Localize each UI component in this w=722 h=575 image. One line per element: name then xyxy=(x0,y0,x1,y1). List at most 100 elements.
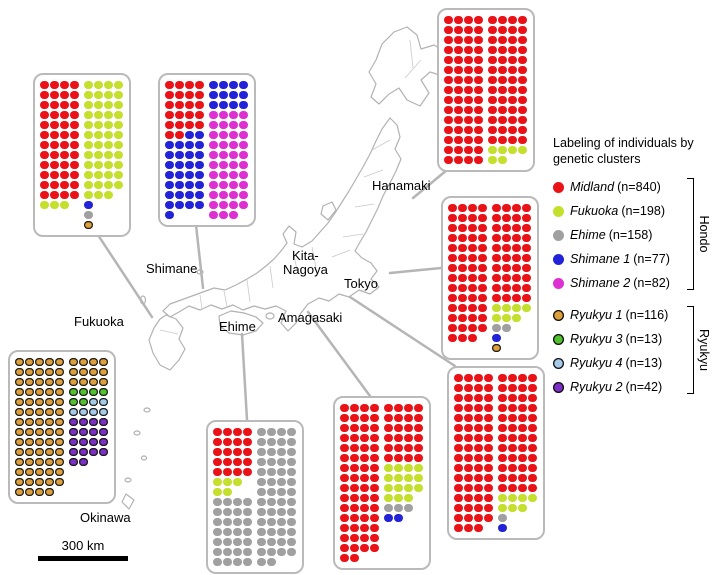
dot-empty xyxy=(394,554,403,563)
dot-midland xyxy=(350,413,359,423)
dot-row xyxy=(448,213,532,223)
dot-empty xyxy=(384,524,393,533)
dot-midland xyxy=(448,223,457,233)
dot-ryukyu-1 xyxy=(15,407,24,417)
legend-cluster-name: Ryukyu 4 xyxy=(570,356,623,371)
dot-shimane-1 xyxy=(185,200,194,210)
dot-ryukyu-1 xyxy=(25,447,34,457)
dot-midland xyxy=(512,243,521,253)
dot-row xyxy=(444,95,528,105)
dot-midland xyxy=(464,105,473,115)
dot-row xyxy=(165,160,249,170)
dot-shimane-1 xyxy=(394,513,403,523)
dot-fukuoka xyxy=(488,145,497,155)
dot-ehime xyxy=(267,487,276,497)
honshu-outline xyxy=(162,117,402,332)
dot-row xyxy=(448,303,532,313)
dot-ryukyu-1 xyxy=(45,457,54,467)
dot-empty xyxy=(468,344,477,353)
dot-midland xyxy=(498,115,507,125)
dot-midland xyxy=(40,90,49,100)
dot-midland xyxy=(414,433,423,443)
dot-midland xyxy=(40,150,49,160)
dot-midland xyxy=(474,473,483,483)
dot-midland xyxy=(370,443,379,453)
legend-cluster-count: (n=77) xyxy=(633,252,670,267)
dot-shimane-2 xyxy=(239,170,248,180)
dot-midland xyxy=(448,293,457,303)
dot-ryukyu-4 xyxy=(89,397,98,407)
dot-midland xyxy=(528,443,537,453)
dot-midland xyxy=(464,145,473,155)
dot-fukuoka xyxy=(84,100,93,110)
map-label-shimane: Shimane xyxy=(146,261,198,276)
dot-midland xyxy=(360,483,369,493)
dot-empty xyxy=(528,524,537,533)
dot-row xyxy=(40,190,124,200)
dot-shimane-1 xyxy=(229,90,238,100)
dot-midland xyxy=(195,100,204,110)
dot-midland xyxy=(474,25,483,35)
dot-row xyxy=(454,473,538,483)
dot-midland xyxy=(370,503,379,513)
dot-row xyxy=(444,125,528,135)
dot-midland xyxy=(498,483,507,493)
scale-bar: 300 km xyxy=(38,538,128,561)
dot-midland xyxy=(464,463,473,473)
dot-ryukyu-1 xyxy=(35,387,44,397)
dot-midland xyxy=(522,213,531,223)
dot-ehime xyxy=(243,517,252,527)
dot-row xyxy=(448,293,532,303)
dot-midland xyxy=(458,293,467,303)
dot-midland xyxy=(458,213,467,223)
dot-midland xyxy=(522,203,531,213)
dot-midland xyxy=(223,437,232,447)
dot-midland xyxy=(502,233,511,243)
dot-fukuoka xyxy=(233,477,242,487)
dot-midland xyxy=(384,443,393,453)
dot-midland xyxy=(488,125,497,135)
dot-ehime xyxy=(213,507,222,517)
dot-ryukyu-1 xyxy=(35,467,44,477)
dot-row xyxy=(40,140,124,150)
legend-title-line1: Labeling of individuals by xyxy=(553,136,694,150)
dot-midland xyxy=(233,447,242,457)
dot-shimane-1 xyxy=(185,170,194,180)
dot-midland xyxy=(522,263,531,273)
dot-empty xyxy=(277,558,286,567)
dot-midland xyxy=(454,443,463,453)
dot-midland xyxy=(492,243,501,253)
dot-fukuoka xyxy=(84,180,93,190)
dot-midland xyxy=(488,75,497,85)
legend-cluster-count: (n=198) xyxy=(621,204,666,219)
dot-midland xyxy=(464,453,473,463)
dot-midland xyxy=(512,223,521,233)
dot-midland xyxy=(404,453,413,463)
dot-shimane-2 xyxy=(209,120,218,130)
dot-midland xyxy=(175,90,184,100)
dot-midland xyxy=(454,55,463,65)
dot-shimane-2 xyxy=(219,200,228,210)
dot-empty xyxy=(114,191,123,200)
dot-midland xyxy=(370,493,379,503)
dot-midland xyxy=(454,463,463,473)
dot-empty xyxy=(69,488,78,497)
dot-empty xyxy=(89,478,98,487)
dot-row xyxy=(15,387,109,397)
dot-midland xyxy=(498,45,507,55)
dot-midland xyxy=(522,243,531,253)
dot-row xyxy=(454,433,538,443)
dot-row xyxy=(340,513,424,523)
dot-midland xyxy=(350,513,359,523)
dot-fukuoka xyxy=(384,483,393,493)
dot-ehime xyxy=(213,557,222,567)
dot-shimane-1 xyxy=(165,160,174,170)
dot-midland xyxy=(474,443,483,453)
dot-midland xyxy=(484,473,493,483)
dot-shimane-2 xyxy=(229,160,238,170)
group-bracket-hondo: Hondo xyxy=(687,178,711,290)
dot-midland xyxy=(474,523,483,533)
dot-midland xyxy=(474,95,483,105)
dot-midland xyxy=(165,80,174,90)
dot-fukuoka xyxy=(84,140,93,150)
